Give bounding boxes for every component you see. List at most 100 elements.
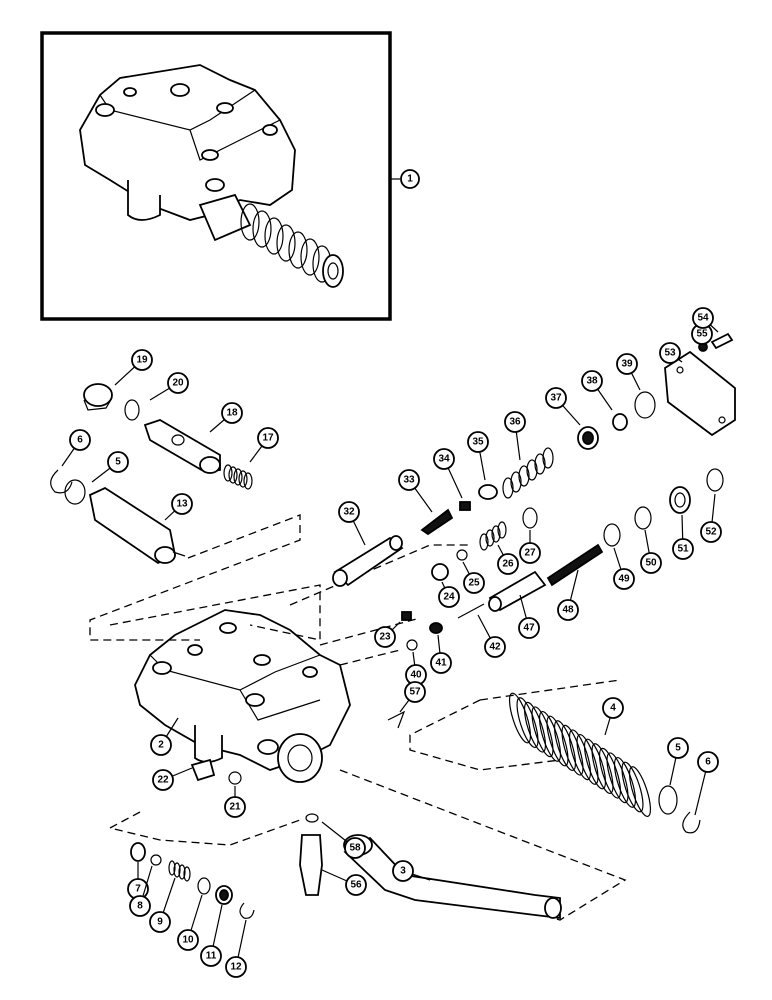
parts-upper-left [50, 383, 253, 565]
callout-label: 42 [489, 642, 501, 653]
callout-circle [545, 387, 567, 409]
callout-circle [484, 636, 506, 658]
spring-coil [568, 729, 592, 781]
callout-c56: 56 [321, 869, 367, 896]
callout-label: 34 [438, 454, 450, 465]
callout-label: 47 [523, 623, 535, 634]
inset-assembly [40, 31, 392, 321]
callout-label: 52 [705, 527, 717, 538]
callout-c3: 3 [392, 860, 431, 882]
callout-c7: 7 [127, 862, 149, 900]
callout-c9: 9 [149, 877, 176, 933]
callout-circle [640, 552, 662, 574]
callout-circle [602, 697, 624, 719]
callout-c13: 13 [164, 493, 193, 521]
callout-label: 18 [226, 408, 238, 419]
callout-c23: 23 [374, 621, 401, 648]
spring-coil [591, 743, 614, 795]
callout-circle [519, 542, 541, 564]
callout-label: 51 [677, 544, 689, 555]
callout-circle [171, 493, 193, 515]
callout-c41: 41 [430, 634, 452, 674]
callout-c34: 34 [433, 448, 463, 499]
callout-c4: 4 [602, 697, 624, 736]
callout-circle [430, 652, 452, 674]
callout-label: 54 [697, 313, 709, 324]
spring-coil [583, 738, 607, 790]
svg-text:1: 1 [407, 174, 413, 185]
callout-circle [167, 372, 189, 394]
callout-circle [467, 431, 489, 453]
callout-label: 38 [586, 376, 598, 387]
callout-c51: 51 [672, 514, 694, 560]
callout-label: 39 [621, 359, 633, 370]
callout-circle [700, 521, 722, 543]
callout-c33: 33 [398, 469, 433, 513]
callout-circle [107, 451, 129, 473]
callout-c5a: 5 [91, 451, 129, 483]
callout-c38: 38 [581, 370, 613, 411]
spring-coil [538, 710, 562, 762]
callout-c10: 10 [177, 894, 203, 951]
callout-label: 10 [182, 935, 194, 946]
callout-label: 9 [157, 917, 163, 928]
callout-circle [225, 956, 247, 978]
callout-c12: 12 [225, 919, 247, 978]
callout-c11: 11 [200, 904, 223, 967]
callout-label: 21 [229, 802, 241, 813]
callout-1: 1 [390, 169, 420, 189]
callout-label: 36 [509, 417, 521, 428]
callout-c8: 8 [129, 865, 153, 917]
callout-c19: 19 [114, 349, 153, 386]
callout-label: 6 [705, 757, 711, 768]
callout-circle [504, 411, 526, 433]
callout-c32: 32 [338, 501, 366, 546]
callout-c47: 47 [518, 594, 540, 639]
spring-coil [561, 724, 584, 776]
main-spring [508, 692, 701, 834]
callout-label: 32 [343, 507, 355, 518]
callout-circle [149, 911, 171, 933]
callout-circle [557, 599, 579, 621]
callout-circle [497, 553, 519, 575]
callout-label: 17 [262, 433, 274, 444]
callout-label: 41 [435, 658, 447, 669]
callout-c22: 22 [152, 767, 193, 791]
callout-c26: 26 [497, 544, 519, 575]
callout-circle [692, 307, 714, 329]
callout-label: 8 [137, 901, 143, 912]
callout-circle [177, 929, 199, 951]
callout-label: 33 [403, 475, 415, 486]
callout-c24: 24 [438, 581, 460, 608]
callout-circle [616, 353, 638, 375]
callout-label: 57 [409, 687, 421, 698]
callout-label: 58 [349, 843, 361, 854]
callout-label: 5 [115, 457, 121, 468]
callout-label: 12 [230, 962, 242, 973]
parts-lower [130, 758, 562, 920]
callout-circle [152, 769, 174, 791]
callout-label: 22 [157, 775, 169, 786]
spring-coil [628, 766, 652, 818]
callout-c5b: 5 [667, 737, 689, 786]
callout-label: 26 [502, 559, 514, 570]
callout-c40: 40 [405, 651, 427, 686]
callout-circle [344, 837, 366, 859]
callout-circle [697, 751, 719, 773]
callout-label: 13 [176, 499, 188, 510]
callout-circle [613, 568, 635, 590]
callout-c25: 25 [462, 561, 485, 594]
callout-circle [518, 617, 540, 639]
callout-circle [150, 734, 172, 756]
callout-circle [69, 429, 91, 451]
callout-label: 50 [645, 558, 657, 569]
callout-c52: 52 [700, 493, 722, 543]
callout-c36: 36 [504, 411, 526, 461]
callout-c2: 2 [150, 717, 179, 756]
callout-c21: 21 [224, 786, 246, 818]
callout-label: 25 [468, 578, 480, 589]
callout-circle [129, 895, 151, 917]
callout-label: 6 [77, 435, 83, 446]
callout-circle [398, 469, 420, 491]
spring-coil [553, 720, 577, 772]
